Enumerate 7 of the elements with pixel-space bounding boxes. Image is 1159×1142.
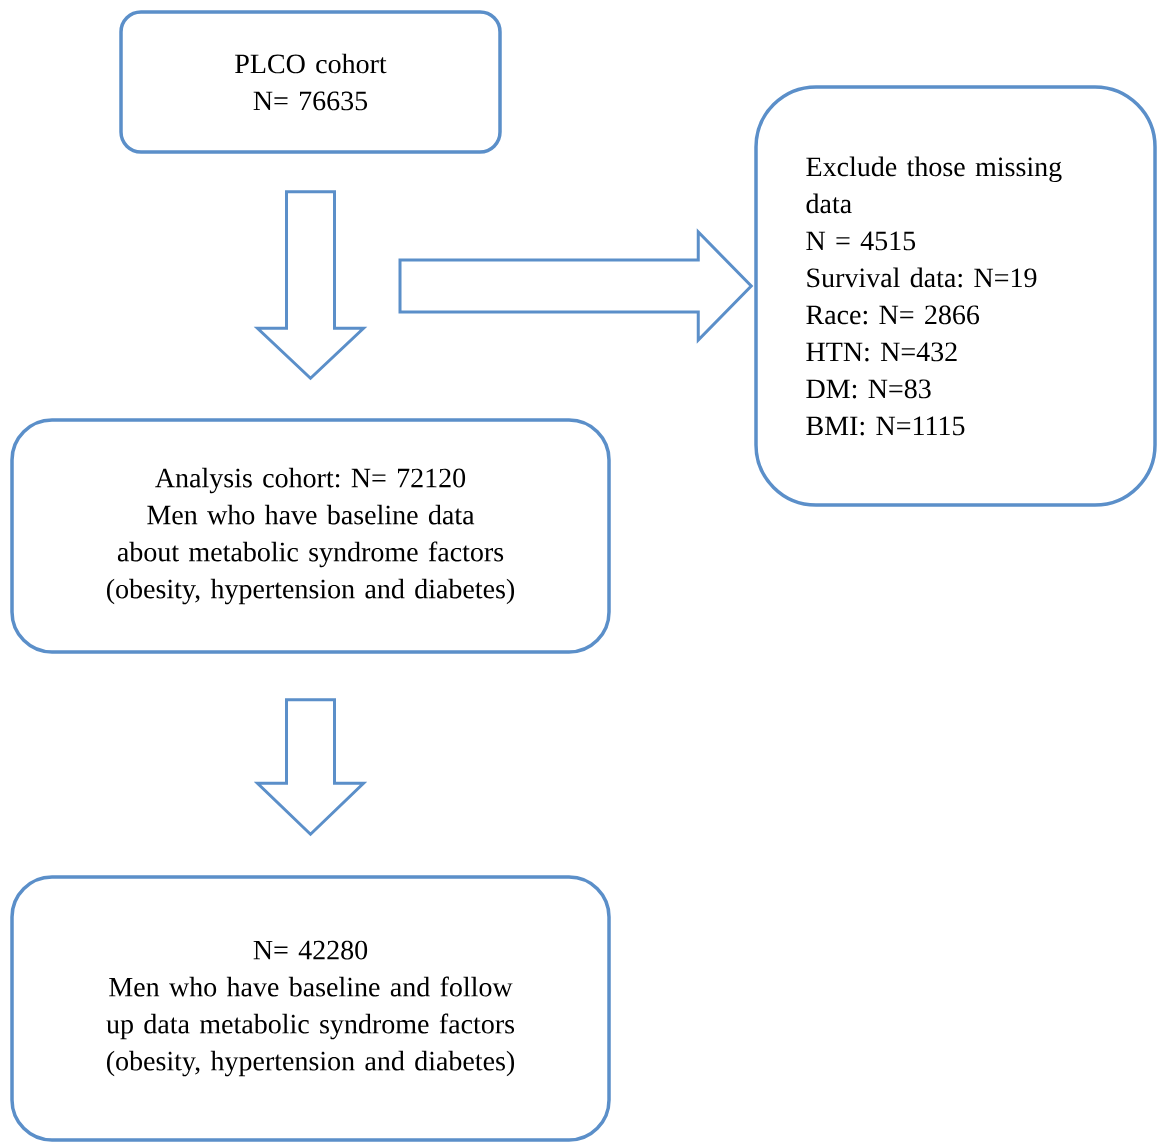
block-arrow xyxy=(253,190,368,381)
process-box: Analysis cohort: N= 72120 Men who have baseline data about metabolic syndrome factors (obesity, hypertension and diabetes) xyxy=(10,418,611,654)
process-box: Exclude those missing data N = 4515 Survival data: N=19 Race: N= 2866 HTN: N=432 DM: N=83 BMI: N=1115 xyxy=(754,85,1157,507)
block-arrow xyxy=(398,228,754,344)
block-arrow xyxy=(253,698,368,837)
process-box: PLCO cohort N= 76635 xyxy=(119,10,502,154)
process-box: N= 42280 Men who have baseline and follow up data metabolic syndrome factors (obesity, hypertension and diabetes) xyxy=(10,875,611,1142)
